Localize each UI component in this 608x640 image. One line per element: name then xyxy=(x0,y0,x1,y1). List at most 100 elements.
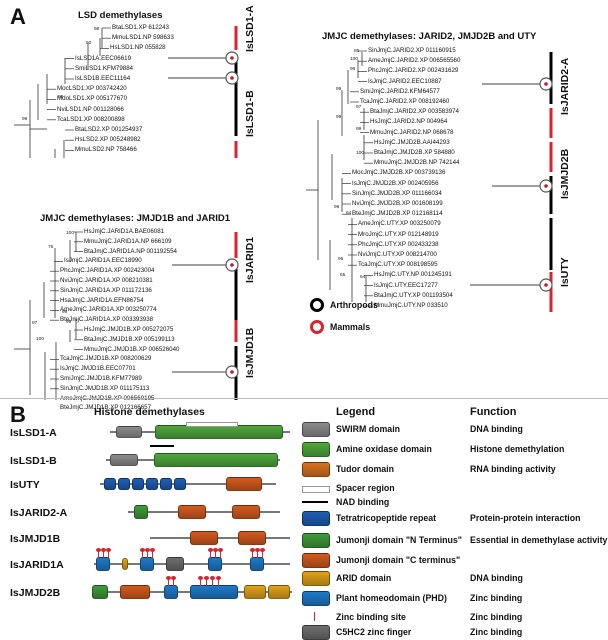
zinc-site-icon xyxy=(262,551,263,558)
tree-leaf-label: TcaJmjC.JMJD1B.XP 008200629 xyxy=(60,355,152,363)
zinc-site-head xyxy=(96,548,101,552)
tpr-domain xyxy=(160,478,172,490)
phylogeny-lines xyxy=(14,26,553,400)
tree-leaf-label: MmuJmjC.JARID2.NP 068678 xyxy=(370,128,454,136)
tree-leaf-label: IsLSD1B.EEC11164 xyxy=(75,75,131,82)
zinc-site-head xyxy=(210,576,215,580)
jmjc-domain xyxy=(120,585,150,599)
tree-leaf-label: MmuJmjC.JARID1A.NP 666109 xyxy=(84,237,172,245)
clade-label-isjmjd2b: IsJMJD2B xyxy=(559,148,571,199)
zinc-site-head xyxy=(150,548,155,552)
tree-leaf-label: BtaJmjC.JMJD1B.XP 005199113 xyxy=(84,335,175,343)
tree-leaf-label: HsLSD1.NP 055828 xyxy=(110,44,166,52)
zinc-site-head xyxy=(260,548,265,552)
panel-b-letter: B xyxy=(10,402,26,427)
tpr-icon xyxy=(302,511,330,526)
zinc-site-head xyxy=(255,548,260,552)
tree-leaf-label: SinJmjC.JARID1A.XP 011172136 xyxy=(60,286,152,294)
isjmjd2b-marker-icon-dot xyxy=(544,184,548,188)
tpr-domain xyxy=(174,478,186,490)
legend-label: Amine oxidase domain xyxy=(336,444,432,454)
zinc-site-head xyxy=(166,576,171,580)
tpr-domain xyxy=(146,478,158,490)
bootstrap-value: 100 xyxy=(356,151,365,156)
clade-label-isjarid1: IsJARID1 xyxy=(244,236,256,283)
bootstrap-value: 99 xyxy=(336,115,342,120)
function-header: Function xyxy=(470,406,517,418)
zinc-site-head xyxy=(101,548,106,552)
protein-name: IsJARID2-A xyxy=(10,507,68,519)
protein-backbone xyxy=(94,563,290,565)
legend-function: Essential in demethylase activity xyxy=(470,535,608,545)
legend-function: Protein-protein interaction xyxy=(470,513,581,523)
tree-leaf-label: SmiJmjC.JARID2.KFM64577 xyxy=(360,87,440,95)
phd-domain xyxy=(140,557,154,571)
arthropods-circle-icon xyxy=(310,298,324,312)
bootstrap-value: 99 xyxy=(66,320,72,325)
tree-leaf-label: MdoLSD1.XP 005177670 xyxy=(57,95,128,103)
mammals-circle-icon xyxy=(310,320,324,334)
zinc-site-head xyxy=(145,548,150,552)
zinc-site-icon xyxy=(257,551,258,558)
tree-leaf-label: BtaLSD1.XP 612243 xyxy=(112,24,169,31)
tree-leaf-label: AmeJmjC.UTY.XP 003250079 xyxy=(358,220,441,228)
c5hc2-icon xyxy=(302,625,330,640)
zinc-site-icon xyxy=(142,551,143,558)
bootstrap-value: 100 xyxy=(350,57,359,62)
tree-leaf-label: MroJmjC.UTY.XP 012148919 xyxy=(358,230,439,238)
protein-name: IsUTY xyxy=(10,479,40,491)
phd-domain xyxy=(164,585,178,599)
legend-label: SWIRM domain xyxy=(336,424,401,434)
tree-leaf-label: MmuLSD1.NP 598633 xyxy=(112,34,174,42)
phd-domain xyxy=(190,585,238,599)
zinc-site-icon xyxy=(210,551,211,558)
bootstrap-value: 60 xyxy=(86,41,92,46)
jmjc-domain xyxy=(232,505,260,519)
zinc-site-head xyxy=(208,548,213,552)
jarid2-tree-title: JMJC demethylases: JARID2, JMJD2B and UT… xyxy=(322,31,537,42)
tree-leaf-label: AmeJmjC.JARID1A.XP 003250774 xyxy=(60,306,157,314)
jarid1-tree-title: JMJC demethylases: JMJD1B and JARID1 xyxy=(40,213,231,224)
spacer-region xyxy=(186,422,238,427)
tree-leaf-label: BteJmjC.JARID1A.XP 003393938 xyxy=(60,316,154,324)
zinc-site-head xyxy=(250,548,255,552)
isjmjd1b-marker-icon-dot xyxy=(230,370,234,374)
zinc-site-head xyxy=(171,576,176,580)
tree-leaf-label: IsLSD1A.EEC06619 xyxy=(75,54,132,62)
legend-arthropods: Arthropods xyxy=(330,300,378,310)
legend-label: Jumonji domain "C terminus" xyxy=(336,555,461,565)
tree-leaf-label: PhcJmjC.UTY.XP 002433238 xyxy=(358,240,439,248)
lsd-tree-title: LSD demethylases xyxy=(78,10,163,21)
jmjn-domain xyxy=(134,505,148,519)
tree-leaf-label: IsJmjC.JMJD2B.XP 002405956 xyxy=(352,179,439,187)
panel-divider xyxy=(0,398,608,399)
bootstrap-value: 99 xyxy=(62,310,68,315)
legend-label: NAD binding xyxy=(336,497,390,507)
zinc-site-icon xyxy=(98,551,99,558)
bootstrap-value: 75 xyxy=(48,245,54,250)
tree-leaf-label: NviLSD1.NP 001128066 xyxy=(57,105,124,113)
bootstrap-value: 64 xyxy=(360,275,366,280)
tree-leaf-label: HsLSD2.XP 005248982 xyxy=(75,136,141,144)
tudor-domain xyxy=(244,585,266,599)
amine-oxidase-icon xyxy=(302,442,330,457)
zinc-site-icon xyxy=(218,579,219,586)
zinc-site-head xyxy=(216,576,221,580)
legend-function: RNA binding activity xyxy=(470,464,556,474)
islsd1-b-marker-icon-dot xyxy=(230,76,234,80)
isjarid1-marker-icon-dot xyxy=(230,263,234,267)
tree-leaf-label: HsaJmjC.JARID1A.EFN86754 xyxy=(60,296,144,304)
tree-leaf-label: BtaLSD2.XP 001254937 xyxy=(75,126,143,133)
tree-leaf-label: NviJmjC.JARID1A.XP 008210381 xyxy=(60,277,153,284)
clade-label-isjarid2-a: IsJARID2-A xyxy=(559,57,571,115)
bootstrap-value: 100 xyxy=(66,231,75,236)
nad-binding xyxy=(150,445,174,447)
zinc-site-icon xyxy=(103,551,104,558)
bootstrap-value: 99 xyxy=(22,117,28,122)
c5hc2-domain xyxy=(166,557,184,571)
tree-leaf-label: PhcJmjC.JARID1A.XP 002423004 xyxy=(60,267,155,275)
arid-icon xyxy=(302,571,330,586)
zinc-site-icon xyxy=(168,579,169,586)
zinc-site-icon xyxy=(212,579,213,586)
legend-function: DNA binding xyxy=(470,424,523,434)
